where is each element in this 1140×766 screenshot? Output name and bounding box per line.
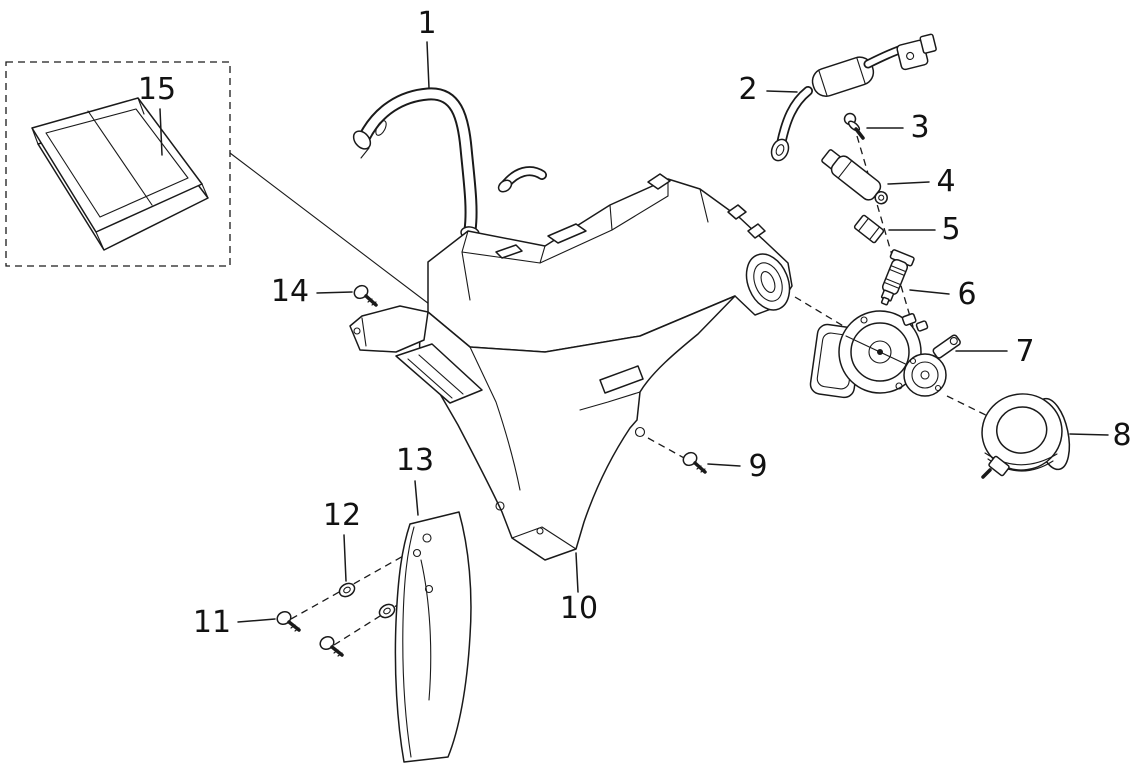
part-4-injector-cap: [821, 149, 888, 205]
callout-6: 6: [957, 277, 977, 312]
part-3-bolt: [843, 112, 865, 140]
callout-5: 5: [941, 212, 961, 247]
part-13-mud-guard: [394, 511, 472, 763]
callout-14: 14: [270, 274, 310, 309]
part-11-screws: [276, 610, 344, 657]
callout-11: 11: [192, 605, 232, 640]
part-10-airbox: [349, 166, 793, 561]
part-9-screw: [682, 451, 707, 474]
callout-9: 9: [748, 449, 768, 484]
callout-12: 12: [322, 498, 362, 533]
callout-10: 10: [559, 591, 599, 626]
part-7-throttle-body: [809, 310, 961, 399]
part-15-air-filter: [5, 61, 231, 267]
callout-13: 13: [395, 443, 435, 478]
part-12-washers: [338, 582, 396, 619]
part-8-intake-duct: [981, 393, 1071, 479]
callout-15: 15: [137, 72, 177, 107]
part-6-fuel-injector: [880, 249, 915, 306]
part-5-clip: [853, 214, 885, 244]
callout-1: 1: [417, 6, 437, 41]
callout-4: 4: [936, 164, 956, 199]
callout-7: 7: [1015, 334, 1035, 369]
filter-reference-line: [229, 152, 438, 311]
callout-8: 8: [1112, 418, 1132, 453]
callout-3: 3: [910, 110, 930, 145]
part-2-fuel-hose: [770, 33, 937, 162]
callout-2: 2: [738, 72, 758, 107]
leader-lines: [159, 41, 1109, 623]
part-14-screw: [353, 284, 378, 307]
part-1-breather-hose: [352, 87, 480, 240]
